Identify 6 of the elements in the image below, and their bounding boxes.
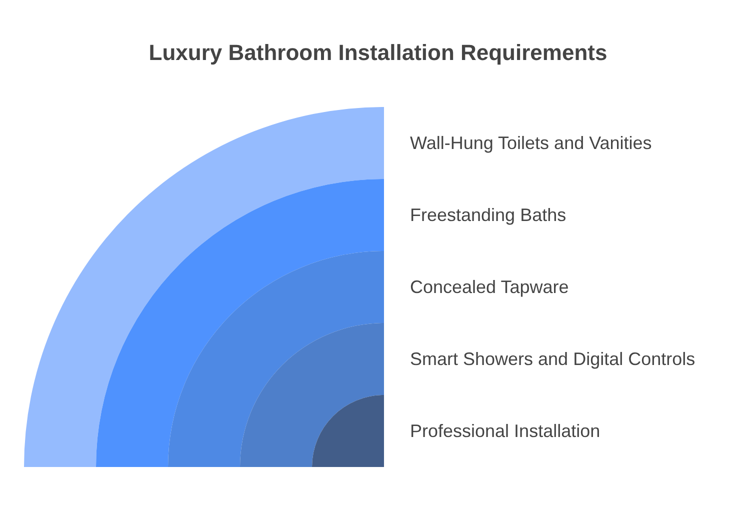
band-label: Wall-Hung Toilets and Vanities (410, 132, 652, 154)
band-label: Professional Installation (410, 420, 600, 442)
band-label: Concealed Tapware (410, 276, 569, 298)
band-label: Smart Showers and Digital Controls (410, 348, 696, 370)
band-label: Freestanding Baths (410, 204, 566, 226)
diagram-title: Luxury Bathroom Installation Requirements (148, 39, 608, 67)
